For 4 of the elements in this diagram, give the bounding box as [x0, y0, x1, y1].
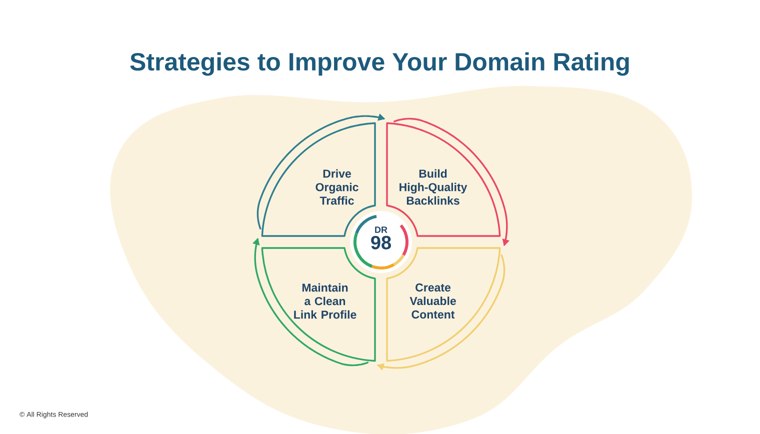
quadrant-box: Build High-Quality Backlinks — [386, 122, 501, 237]
title: Strategies to Improve Your Domain Rating — [130, 52, 629, 76]
score-badge: DR 98 — [350, 211, 412, 273]
quadrant-box: Drive Organic Traffic — [261, 122, 376, 237]
